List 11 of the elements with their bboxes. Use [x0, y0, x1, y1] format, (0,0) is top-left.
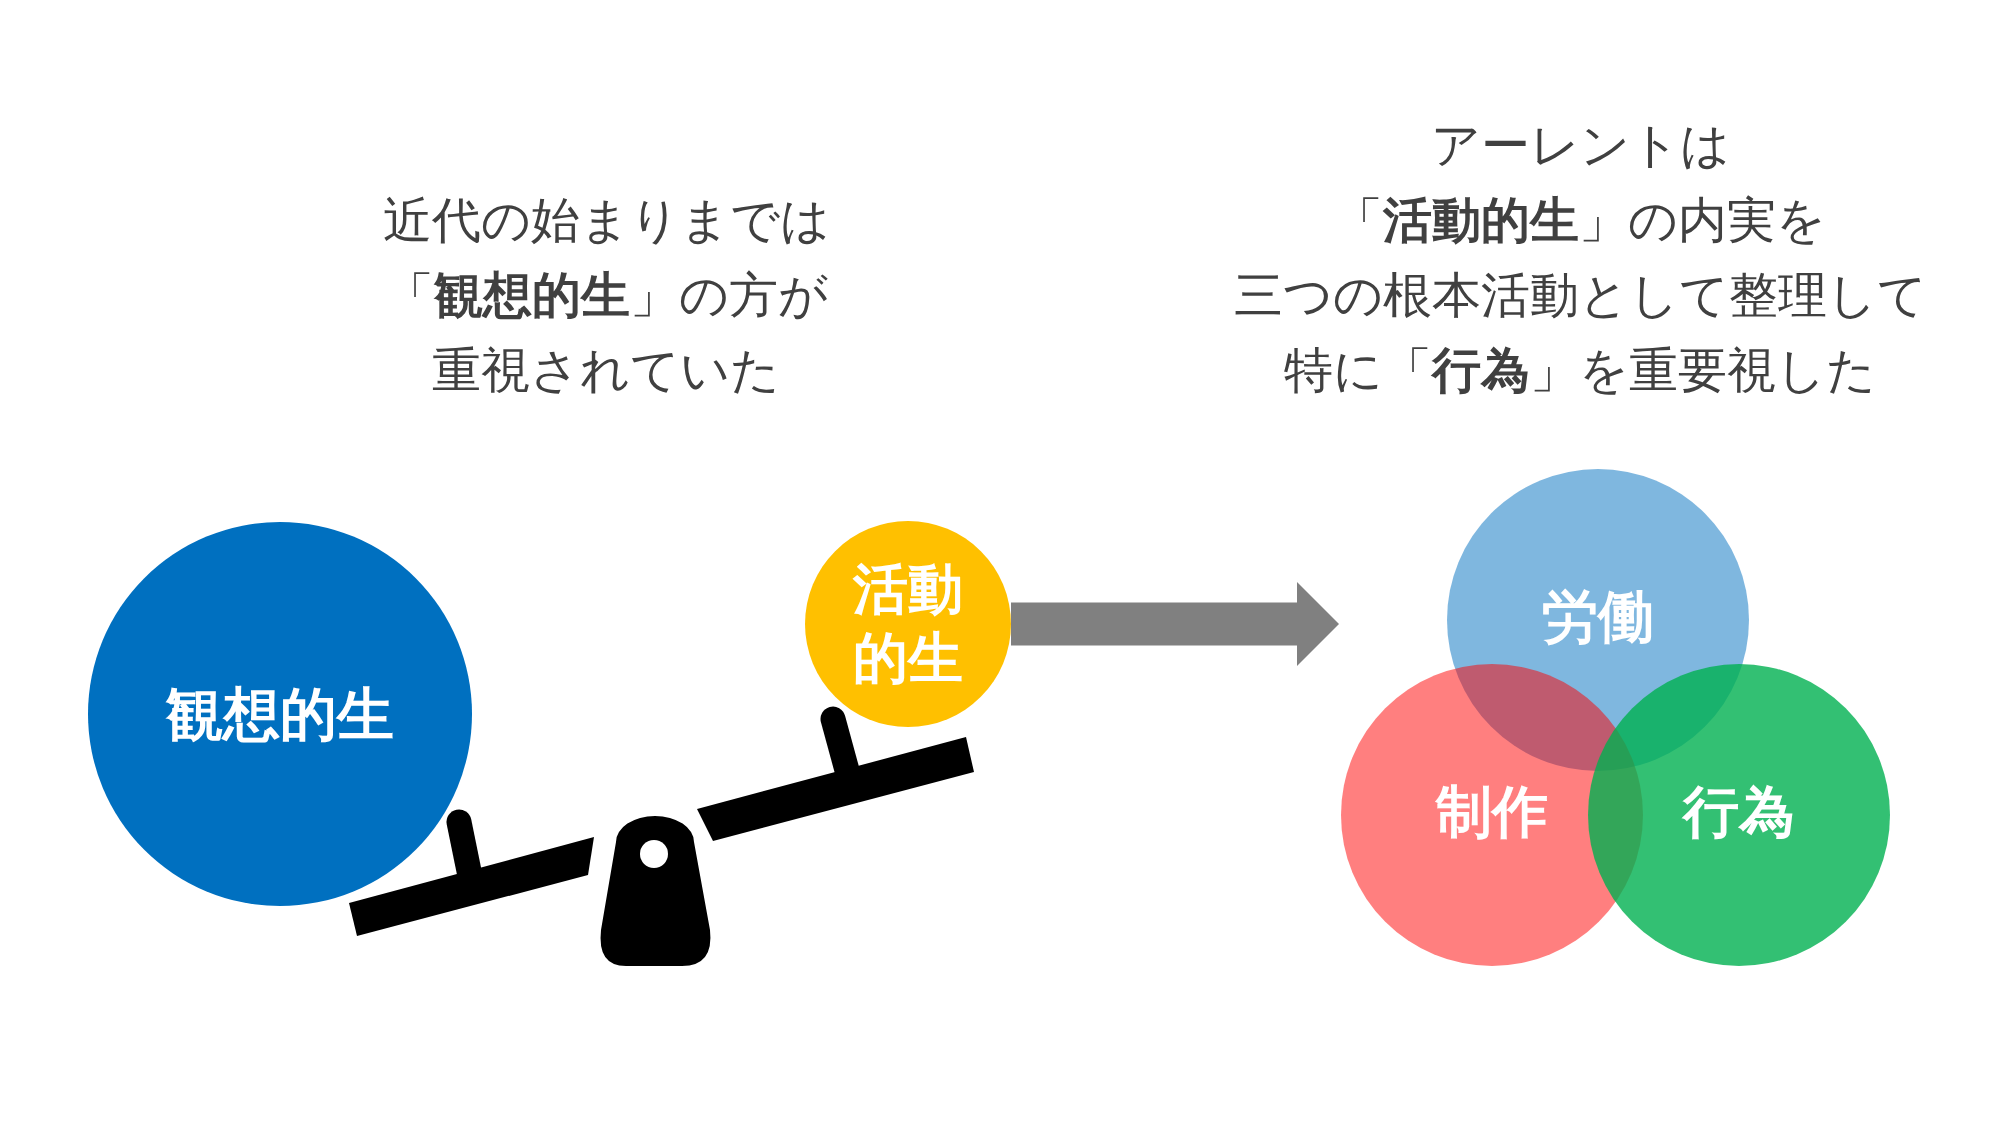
- circle-label: 活動的生: [853, 556, 963, 692]
- circle-label: 観想的生: [166, 680, 394, 749]
- statement-text: 近代の始まりまでは「観想的生」の方が重視されていた: [382, 191, 830, 400]
- circle-label: 制作: [1436, 778, 1548, 846]
- arrow: [1011, 582, 1339, 666]
- circle-label: 労働: [1542, 583, 1654, 651]
- concept-circle: [88, 522, 472, 906]
- concept-circle: [805, 521, 1011, 727]
- statement-text: アーレントは「活動的生」の内実を三つの根本活動として整理して特に「行為」を重要視した: [1233, 116, 1927, 400]
- venn-circle: [1588, 664, 1890, 966]
- circle-label: 行為: [1683, 778, 1795, 846]
